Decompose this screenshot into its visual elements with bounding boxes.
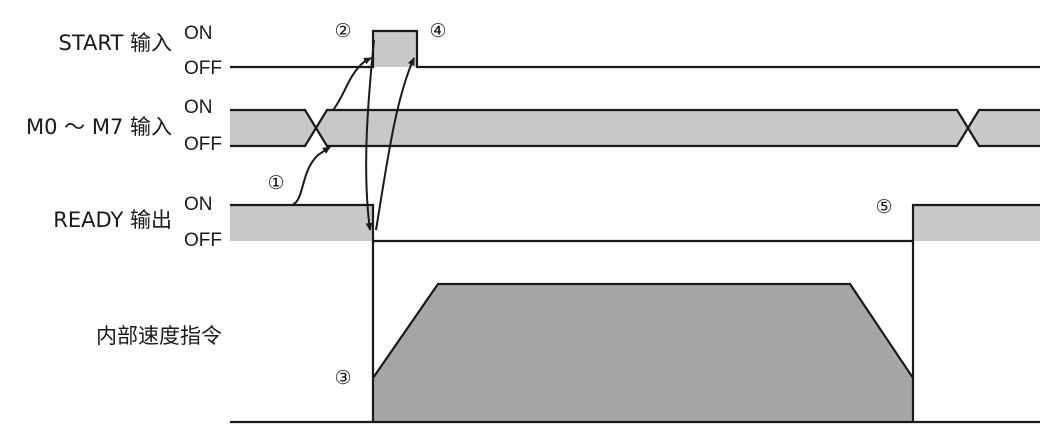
speed-profile: [230, 241, 1040, 424]
ready-on-label: ON: [184, 194, 213, 215]
ready-output-label: READY 输出: [53, 208, 172, 232]
step-5-marker: ⑤: [875, 196, 892, 218]
speed-trapezoid: [373, 284, 913, 422]
start-off-label: OFF: [184, 58, 222, 79]
m0m7-band-3: [968, 110, 1040, 146]
m0m7-off-label: OFF: [184, 134, 222, 155]
m0-m7-input-label: M0 ～ M7 输入: [26, 115, 172, 139]
step-4-marker: ④: [429, 20, 446, 42]
arrow-m0m7-to-start: [332, 57, 372, 111]
ready-waveform: [230, 203, 1040, 243]
ready-signal-line: [230, 203, 1040, 243]
m0m7-band-1: [230, 110, 316, 146]
m0m7-line-b: [230, 108, 1040, 148]
arrow-ready-to-start-off: [375, 57, 415, 231]
start-signal-line: [230, 29, 1040, 69]
arrow-start-to-ready-off: [365, 39, 375, 231]
m0m7-on-label: ON: [184, 97, 213, 118]
start-on-pulse: [373, 31, 417, 67]
ready-on-band-1: [230, 205, 373, 241]
m0m7-line-a: [230, 108, 1040, 148]
m0m7-band-2: [316, 110, 968, 146]
step-3-marker: ③: [334, 367, 351, 389]
arrow-ready-to-m0m7: [291, 146, 331, 206]
step-1-marker: ①: [267, 172, 284, 194]
sequence-arrows: [291, 39, 415, 231]
speed-outline: [372, 282, 914, 379]
m0m7-waveform: [230, 108, 1040, 148]
start-on-label: ON: [184, 23, 213, 44]
start-waveform: [230, 29, 1040, 69]
start-input-label: START 输入: [59, 31, 172, 55]
step-2-marker: ②: [334, 20, 351, 42]
ready-on-band-2: [913, 205, 1040, 241]
ready-off-label: OFF: [184, 230, 222, 251]
internal-speed-command-label: 内部速度指令: [96, 324, 222, 348]
